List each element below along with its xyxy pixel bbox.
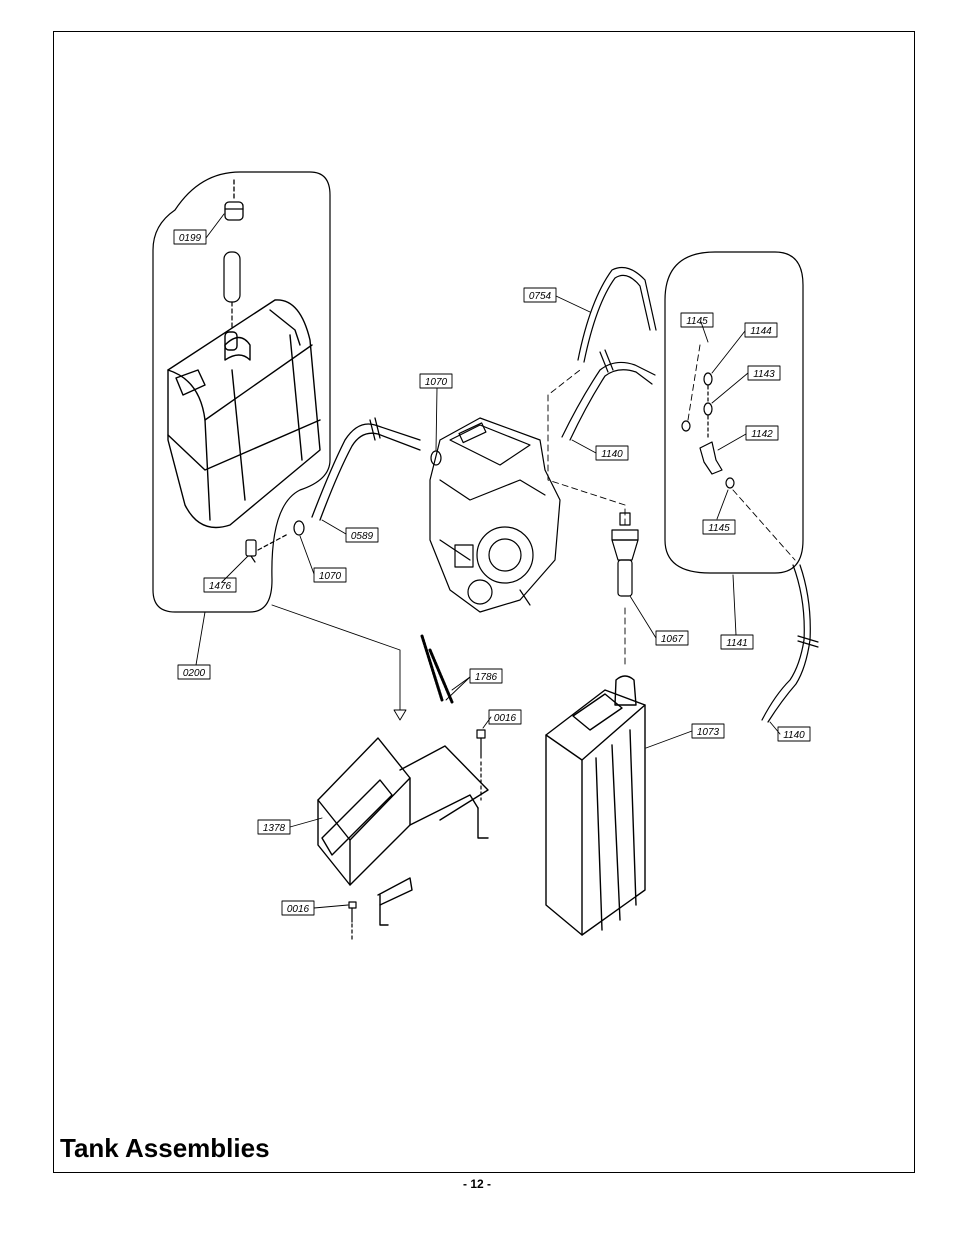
callout-1378: 1378 <box>263 823 286 834</box>
filler-neck-part <box>223 251 241 331</box>
clamp-1070-lower-part <box>293 520 305 536</box>
callout-box-0016b <box>281 900 315 916</box>
tank-assembly-group-outline <box>152 171 331 613</box>
assembly-lines <box>547 344 796 669</box>
hose-1140-upper-part <box>561 349 656 441</box>
fitting-1476-part <box>245 539 257 563</box>
fuel-filter-1067-part <box>611 512 639 597</box>
leader-lines <box>195 213 781 909</box>
page-frame <box>53 31 915 1173</box>
callout-0589: 0589 <box>351 531 374 542</box>
tank-bracket-1378-part <box>317 737 489 926</box>
callout-box-1786 <box>469 668 503 684</box>
vent-hose-0754-part <box>577 267 657 363</box>
fitting-group-outline <box>664 251 804 574</box>
bolt-0016-upper-part <box>476 729 486 801</box>
callout-1073: 1073 <box>697 727 720 738</box>
fittings-cluster-part <box>681 372 735 489</box>
callout-1786: 1786 <box>475 672 498 683</box>
callout-box-1140b <box>777 726 811 742</box>
callout-box-0200 <box>177 664 211 680</box>
callout-1476: 1476 <box>209 581 232 592</box>
callout-1145a: 1145 <box>686 316 708 327</box>
bolt-0016-lower-part <box>348 901 357 941</box>
callout-box-0199 <box>173 229 207 245</box>
callout-0199: 0199 <box>179 233 202 244</box>
callout-1141: 1141 <box>726 638 748 649</box>
callout-box-1145a <box>680 312 714 328</box>
fuel-tank-part <box>167 299 321 529</box>
fuel-cap-part <box>224 179 244 221</box>
callout-boxes <box>173 229 811 916</box>
callout-box-1073 <box>691 723 725 739</box>
engine-part <box>429 417 561 613</box>
callout-box-1141 <box>720 634 754 650</box>
callout-1070a: 1070 <box>425 377 448 388</box>
callout-1067: 1067 <box>661 634 684 645</box>
callout-box-1144 <box>744 322 778 338</box>
callout-box-1140a <box>595 445 629 461</box>
callout-box-1070b <box>313 567 347 583</box>
callout-box-0016a <box>488 709 522 725</box>
page-number: - 12 - <box>462 1177 491 1191</box>
callout-1140a: 1140 <box>601 449 623 460</box>
callout-1143: 1143 <box>753 369 775 380</box>
callout-box-1145b <box>702 519 736 535</box>
hose-1140-lower-part <box>761 564 819 723</box>
callout-1145b: 1145 <box>708 523 730 534</box>
callout-box-1476 <box>203 577 237 593</box>
callout-0754: 0754 <box>529 291 552 302</box>
callout-box-0589 <box>345 527 379 543</box>
callout-1144: 1144 <box>750 326 772 337</box>
callout-box-1378 <box>257 819 291 835</box>
callout-0016a: 0016 <box>494 713 517 724</box>
springs-1786-part <box>420 634 454 704</box>
callout-box-1067 <box>655 630 689 646</box>
fuel-can-1073-part <box>545 675 646 936</box>
callout-1140b: 1140 <box>783 730 805 741</box>
callout-box-1142 <box>745 425 779 441</box>
callout-box-0754 <box>523 287 557 303</box>
callout-0016b: 0016 <box>287 904 310 915</box>
callout-0200: 0200 <box>183 668 206 679</box>
callout-1142: 1142 <box>751 429 773 440</box>
callout-box-1143 <box>747 365 781 381</box>
page-title: Tank Assemblies <box>60 1133 270 1163</box>
fuel-hose-0589-part <box>311 417 421 521</box>
callout-1070b: 1070 <box>319 571 342 582</box>
callout-box-1070a <box>419 373 453 389</box>
clamp-1070-upper-part <box>430 450 442 466</box>
